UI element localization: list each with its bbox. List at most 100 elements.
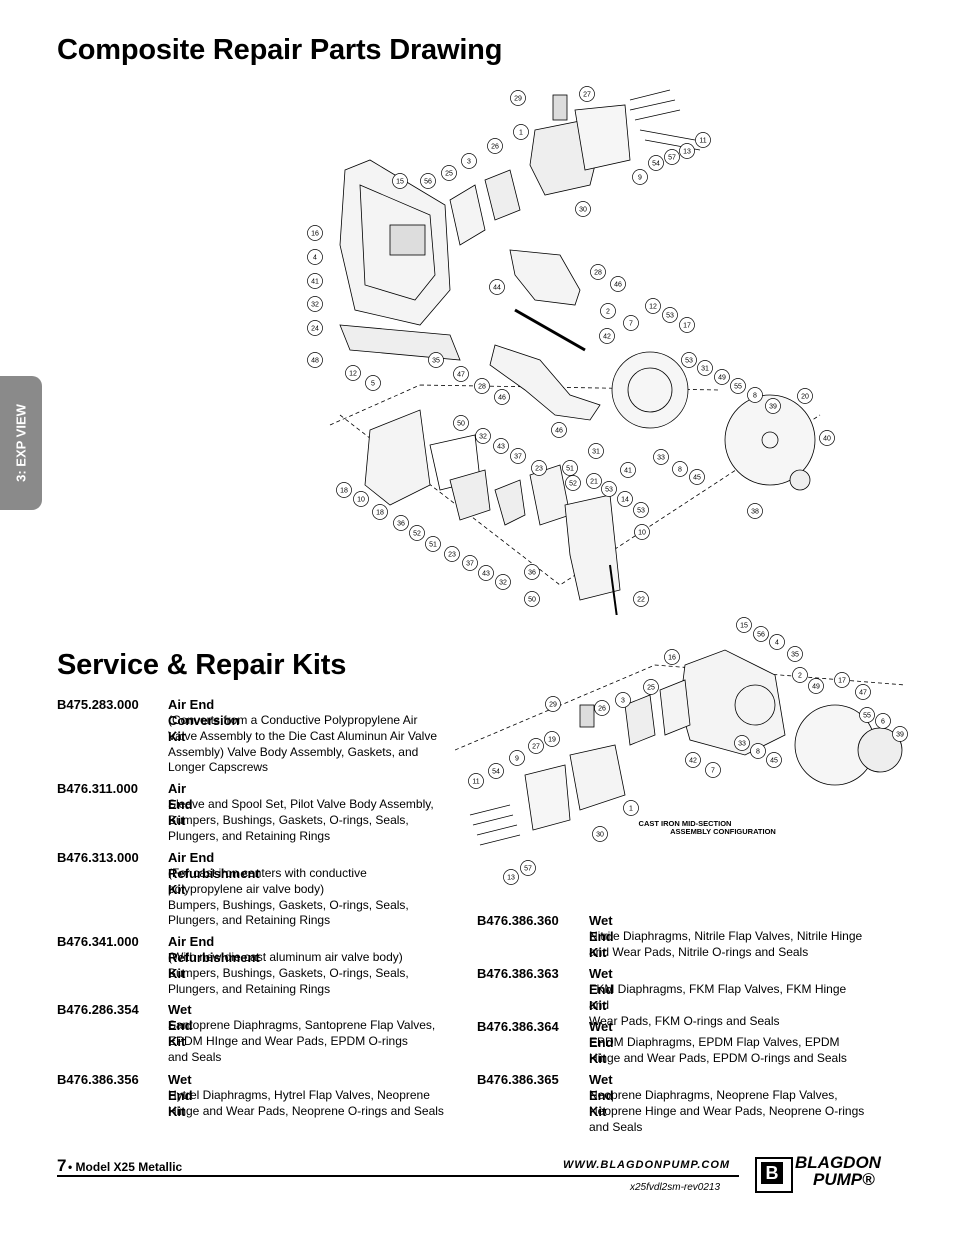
kit-number: B476.341.000 xyxy=(57,934,139,949)
callout-number: 44 xyxy=(493,285,501,292)
website-link[interactable]: WWW.BLAGDONPUMP.COM xyxy=(563,1159,731,1171)
callout-number: 57 xyxy=(524,866,532,873)
callout-number: 32 xyxy=(499,580,507,587)
callout-number: 19 xyxy=(548,737,556,744)
callout-number: 26 xyxy=(598,706,606,713)
callout-number: 49 xyxy=(812,684,820,691)
callout-number: 29 xyxy=(514,96,522,103)
callout-number: 30 xyxy=(579,207,587,214)
callout-balloon xyxy=(372,504,388,520)
callout-balloon xyxy=(685,752,701,768)
callout-balloon xyxy=(648,155,664,171)
callout-balloon xyxy=(488,763,504,779)
kit-name: Air End Refurbishment Kit xyxy=(168,934,260,981)
callout-number: 56 xyxy=(757,632,765,639)
callout-number: 50 xyxy=(457,421,465,428)
callout-number: 45 xyxy=(693,475,701,482)
callout-balloon xyxy=(586,473,602,489)
callout-number: 9 xyxy=(638,175,642,182)
callout-number: 13 xyxy=(683,149,691,156)
callout-balloon xyxy=(623,800,639,816)
callout-balloon xyxy=(478,565,494,581)
callout-number: 4 xyxy=(775,640,779,647)
callout-balloon xyxy=(664,649,680,665)
kit-name: Wet End Kit xyxy=(168,1002,193,1049)
callout-number: 15 xyxy=(396,179,404,186)
callout-number: 41 xyxy=(624,468,632,475)
callout-number: 10 xyxy=(357,497,365,504)
callout-number: 48 xyxy=(311,358,319,365)
kit-number: B475.283.000 xyxy=(57,697,139,712)
callout-balloon xyxy=(531,460,547,476)
callout-balloon xyxy=(345,365,361,381)
callout-number: 53 xyxy=(637,508,645,515)
callout-number: 53 xyxy=(666,313,674,320)
callout-balloon xyxy=(681,352,697,368)
callout-balloon xyxy=(510,90,526,106)
callout-balloon xyxy=(307,352,323,368)
callout-balloon xyxy=(462,555,478,571)
page-number: 7 xyxy=(57,1156,67,1175)
document-id: x25fvdl2sm-rev0213 xyxy=(630,1182,721,1193)
callout-balloon xyxy=(444,546,460,562)
callout-balloon xyxy=(714,369,730,385)
kit-name: Wet End Kit xyxy=(589,1019,614,1066)
callout-number: 32 xyxy=(479,434,487,441)
callout-balloon xyxy=(592,826,608,842)
callout-number: 42 xyxy=(689,758,697,765)
callout-balloon xyxy=(487,138,503,154)
callout-balloon xyxy=(468,773,484,789)
callout-balloon xyxy=(633,502,649,518)
callout-balloon xyxy=(565,475,581,491)
callout-number: 7 xyxy=(629,321,633,328)
callout-balloon xyxy=(734,735,750,751)
callout-number: 37 xyxy=(466,561,474,568)
callout-balloon xyxy=(875,713,891,729)
blagdon-logo-icon: B xyxy=(755,1157,793,1193)
callout-number: 1 xyxy=(629,806,633,813)
kit-number: B476.386.364 xyxy=(477,1019,559,1034)
callout-balloon xyxy=(307,320,323,336)
callout-balloon xyxy=(575,201,591,217)
callout-number: 4 xyxy=(313,255,317,262)
callout-balloon xyxy=(766,752,782,768)
callout-balloon xyxy=(705,762,721,778)
kit-description: (Converts from a Conductive Polypropylen… xyxy=(168,713,438,775)
callout-balloon xyxy=(855,684,871,700)
callout-balloon xyxy=(695,132,711,148)
callout-number: 8 xyxy=(753,393,757,400)
callout-balloon xyxy=(601,481,617,497)
callout-number: 28 xyxy=(478,384,486,391)
kit-description: (With new die cast aluminum air valve bo… xyxy=(168,950,409,996)
kit-description: Santoprene Diaphragms, Santoprene Flap V… xyxy=(168,1018,436,1064)
callout-balloon xyxy=(599,328,615,344)
callout-number: 18 xyxy=(340,488,348,495)
callout-number: 15 xyxy=(740,623,748,630)
callout-balloon xyxy=(420,173,436,189)
kit-number: B476.313.000 xyxy=(57,850,139,865)
callout-number: 37 xyxy=(514,454,522,461)
page-title-drawing: Composite Repair Parts Drawing xyxy=(57,34,503,66)
callout-number: 5 xyxy=(371,381,375,388)
callout-balloon xyxy=(634,524,650,540)
callout-number: 46 xyxy=(555,428,563,435)
logo-letter: B xyxy=(761,1162,783,1184)
callout-number: 3 xyxy=(621,698,625,705)
callout-balloon xyxy=(645,298,661,314)
callout-number: 52 xyxy=(413,531,421,538)
callout-number: 39 xyxy=(769,404,777,411)
callout-balloon xyxy=(892,726,908,742)
callout-balloon xyxy=(588,443,604,459)
callout-number: 31 xyxy=(701,366,709,373)
callout-number: 43 xyxy=(497,444,505,451)
section-side-tab[interactable]: 3: EXP VIEW xyxy=(0,376,42,510)
callout-balloon xyxy=(475,428,491,444)
kit-name: Air End Conversion Kit xyxy=(168,697,240,744)
callout-balloon xyxy=(697,360,713,376)
callout-number: 36 xyxy=(528,570,536,577)
callout-balloon xyxy=(393,515,409,531)
callout-number: 11 xyxy=(699,138,706,145)
callout-number: 55 xyxy=(863,713,871,720)
callout-number: 43 xyxy=(482,571,490,578)
kit-number: B476.386.360 xyxy=(477,913,559,928)
